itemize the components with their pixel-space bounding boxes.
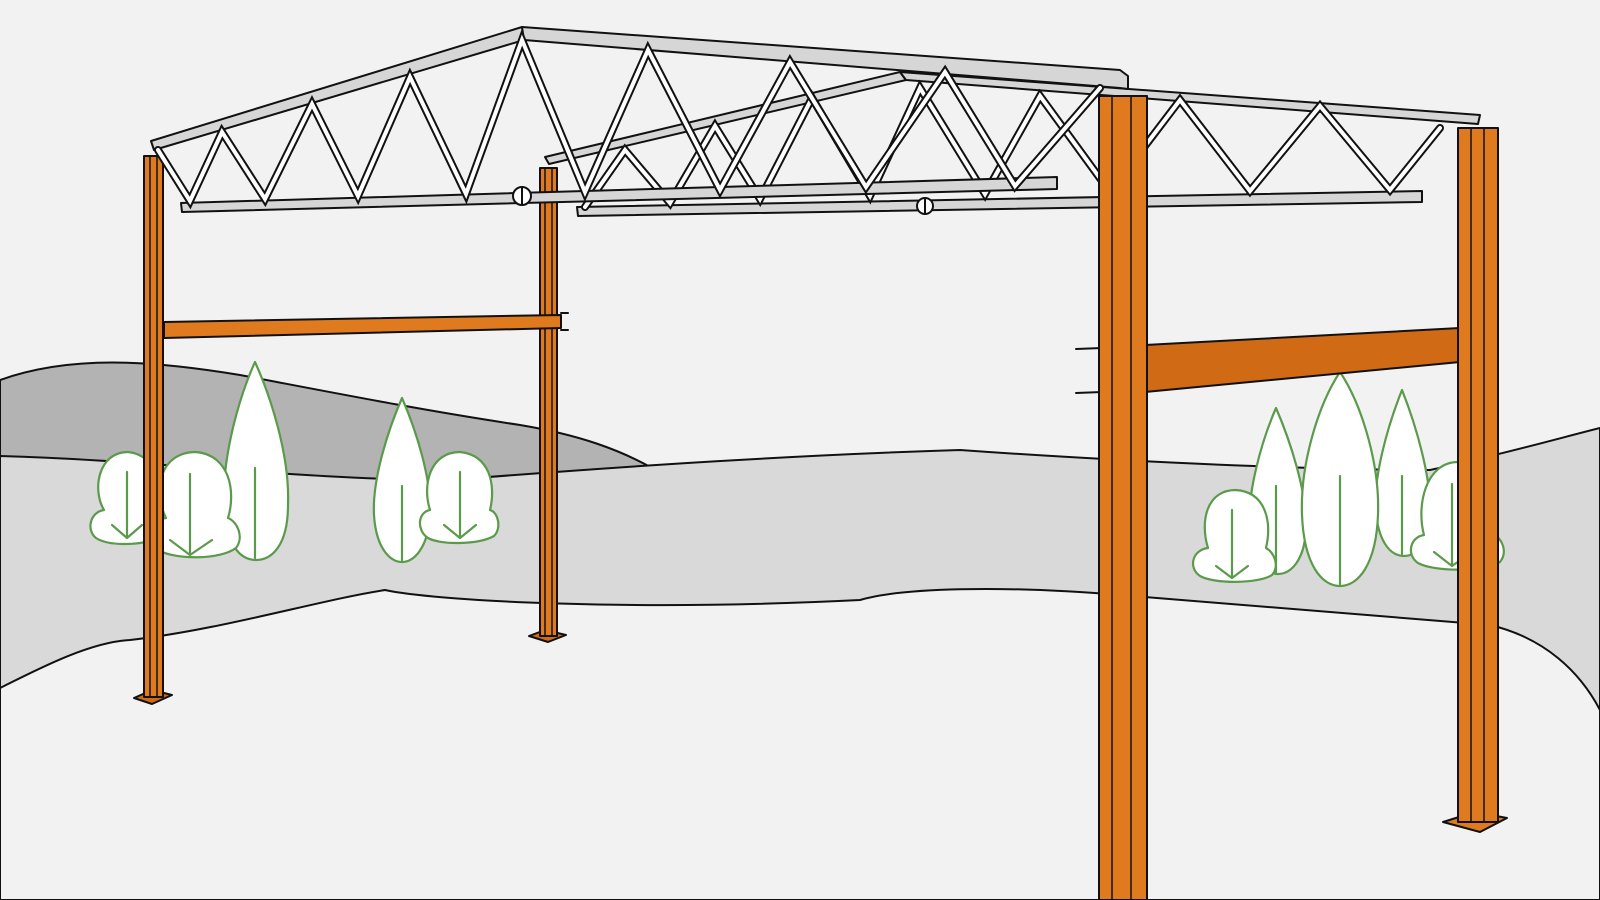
tree bbox=[418, 450, 500, 545]
top-chord bbox=[521, 26, 1129, 90]
tree bbox=[372, 396, 432, 564]
top-chord bbox=[150, 26, 525, 151]
column-front-center bbox=[1098, 95, 1148, 900]
column-rear-left bbox=[133, 155, 173, 705]
steel-beam-left bbox=[163, 312, 569, 339]
column-front-right bbox=[1442, 127, 1508, 833]
ground-foreground bbox=[0, 587, 1600, 900]
truss-web bbox=[156, 34, 1102, 206]
tree bbox=[1374, 388, 1432, 558]
roof-truss-front bbox=[150, 26, 1129, 213]
column-rear-middle bbox=[528, 167, 567, 643]
tree bbox=[1300, 370, 1380, 588]
truss-web bbox=[583, 83, 1442, 209]
tree bbox=[222, 360, 290, 562]
roof-truss-rear bbox=[544, 71, 1481, 217]
top-chord bbox=[899, 71, 1481, 125]
bottom-chord bbox=[180, 176, 1058, 213]
landscape bbox=[0, 361, 1600, 900]
tree bbox=[1191, 488, 1277, 583]
